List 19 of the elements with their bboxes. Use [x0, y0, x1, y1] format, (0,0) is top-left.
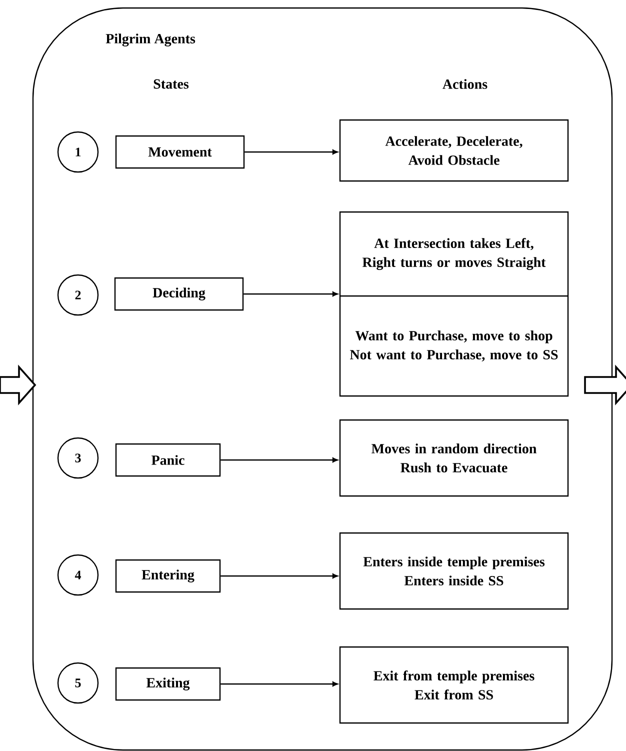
- state-box: Exiting: [115, 667, 221, 701]
- column-heading: States: [154, 79, 189, 89]
- action-box: Moves in random direction Rush to Evacuate: [339, 419, 569, 497]
- state-box: Entering: [115, 559, 221, 593]
- action-box: Enters inside temple premises Enters inside SS: [339, 532, 569, 610]
- arrow: [220, 682, 338, 686]
- block-arrow: [584, 364, 626, 406]
- action-box: Exit from temple premises Exit from SS: [339, 646, 569, 724]
- block-arrow: [0, 364, 36, 406]
- arrow: [244, 150, 338, 154]
- arrow: [244, 292, 338, 296]
- action-box: Accelerate, Decelerate, Avoid Obstacle: [339, 119, 569, 182]
- arrow: [220, 574, 338, 578]
- arrow: [220, 458, 338, 462]
- action-box: At Intersection takes Left, Right turns or moves Straight Want to Purchase, move to shop Not want to Purchase, move to SS: [339, 211, 569, 397]
- state-box: Panic: [115, 443, 221, 477]
- column-heading: Actions: [442, 79, 488, 89]
- state-box: Deciding: [114, 277, 244, 311]
- state-box: Movement: [115, 135, 245, 169]
